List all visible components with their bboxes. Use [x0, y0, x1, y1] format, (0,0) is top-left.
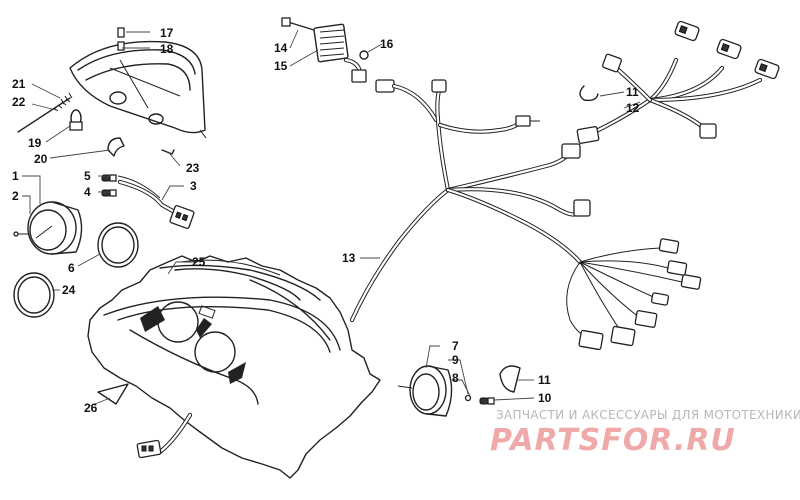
callout-3: 3 [190, 179, 197, 193]
leader-lines [22, 29, 641, 407]
callout-23: 23 [186, 161, 200, 175]
panel-plug [136, 412, 193, 459]
callout-5: 5 [84, 169, 91, 183]
screw-part-16 [359, 50, 369, 60]
callout-7: 7 [452, 339, 459, 353]
callout-14: 14 [274, 41, 288, 55]
connector-fan [566, 238, 702, 351]
callout-11-lower: 11 [538, 373, 551, 387]
bezel-ring-part-24 [13, 272, 55, 318]
callout-20: 20 [34, 152, 48, 166]
callout-19: 19 [28, 136, 42, 150]
pin-part-23 [161, 149, 175, 155]
main-harness-part-13 [349, 79, 591, 323]
watermark-logo: PARTSFOR.RU [490, 423, 736, 458]
callout-1: 1 [12, 169, 19, 183]
watermark-tagline: ЗАПЧАСТИ И АКСЕССУАРЫ ДЛЯ МОТОТЕХНИКИ [496, 408, 800, 422]
callout-labels: 17 18 21 22 19 20 23 1 2 5 4 3 6 24 25 2… [12, 26, 640, 415]
callout-18: 18 [160, 42, 174, 56]
clamp-part-11-upper [579, 85, 599, 102]
callout-4: 4 [84, 185, 91, 199]
decal-part-26 [97, 383, 129, 405]
callout-22: 22 [12, 95, 26, 109]
callout-2: 2 [12, 189, 19, 203]
callout-16: 16 [380, 37, 394, 51]
indicator-lamps [101, 174, 117, 197]
callout-6: 6 [68, 261, 75, 275]
callout-11-upper: 11 [626, 85, 639, 99]
voltage-regulator [281, 17, 439, 123]
headlight-assembly [69, 27, 207, 139]
callout-10: 10 [538, 391, 552, 405]
callout-26: 26 [84, 401, 98, 415]
callout-9: 9 [452, 353, 459, 367]
instrument-panel-part-25 [87, 255, 381, 479]
bezel-ring-part-6 [97, 222, 139, 268]
adjusting-screw [17, 92, 73, 133]
watermark: ЗАПЧАСТИ И АКСЕССУАРЫ ДЛЯ МОТОТЕХНИКИ PA… [490, 408, 800, 458]
gauge-part-1 [13, 201, 83, 255]
regulator-plug [375, 79, 395, 93]
callout-21: 21 [12, 77, 26, 91]
clip-part-17 [117, 27, 125, 38]
clamp-part-11-lower [499, 365, 521, 393]
callout-15: 15 [274, 59, 288, 73]
callout-12: 12 [626, 101, 640, 115]
harness-part-12 [576, 20, 780, 144]
callout-13: 13 [342, 251, 356, 265]
boot-part-20 [107, 137, 125, 157]
bulb-part-19 [69, 109, 83, 131]
gauge-part-7 [397, 365, 495, 417]
callout-17: 17 [160, 26, 174, 40]
callout-24: 24 [62, 283, 76, 297]
callout-25: 25 [192, 255, 206, 269]
callout-8: 8 [452, 371, 459, 385]
bulb-clip [117, 41, 125, 51]
gauge-harness-part-3 [117, 175, 195, 229]
